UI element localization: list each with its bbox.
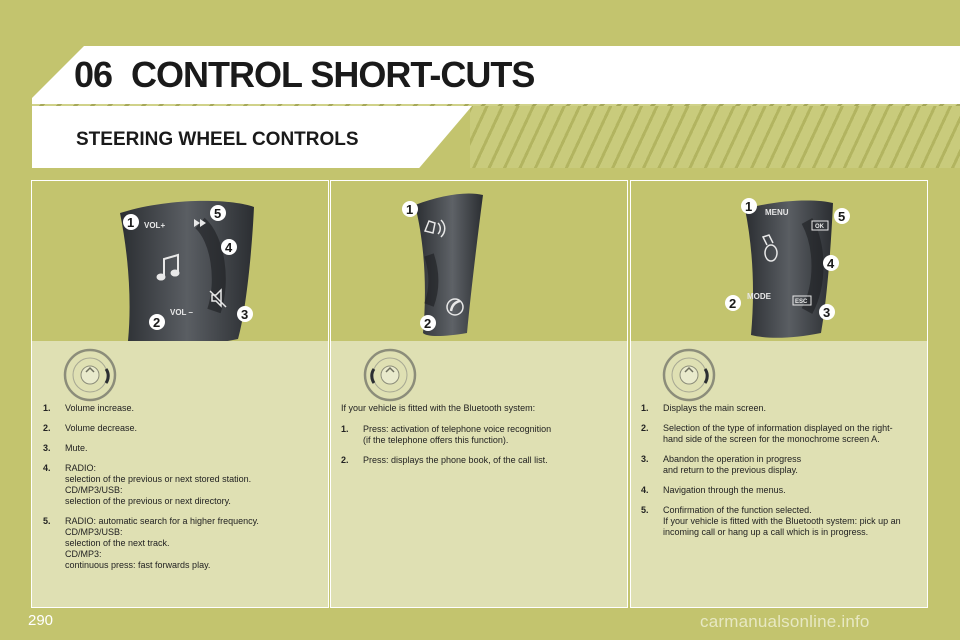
svg-text:4: 4 — [225, 240, 233, 255]
badge-5: 5 — [210, 205, 226, 221]
list-item: 5. Confirmation of the function selected… — [641, 505, 901, 537]
steering-wheel-icon — [63, 348, 117, 402]
svg-text:1: 1 — [745, 199, 752, 214]
telephone-control-illustration: 1 2 — [331, 181, 627, 341]
svg-text:5: 5 — [838, 209, 845, 224]
column-audio-controls: VOL+ VOL – 1 5 4 3 2 1.Volume i — [31, 180, 329, 608]
badge-4: 4 — [221, 239, 237, 255]
badge-1: 1 — [402, 201, 418, 217]
list-item: 5. RADIO: automatic search for a higher … — [43, 516, 259, 570]
voice-command-icon[interactable] — [423, 219, 446, 238]
svg-text:2: 2 — [729, 296, 736, 311]
mute-icon[interactable] — [209, 288, 227, 308]
svg-text:2: 2 — [153, 315, 160, 330]
svg-text:5: 5 — [214, 206, 221, 221]
steering-wheel-icon — [662, 348, 716, 402]
display-descriptions: 1.Displays the main screen. 2. Selection… — [641, 403, 923, 547]
bluetooth-intro: If your vehicle is fitted with the Bluet… — [341, 403, 536, 413]
section-title: STEERING WHEEL CONTROLS — [76, 129, 359, 150]
control-pod — [120, 200, 254, 341]
column-telephone-controls: 1 2 If your vehicle is fitted with the B… — [330, 180, 628, 608]
fast-forward-icon[interactable] — [194, 219, 206, 227]
svg-text:ESC: ESC — [795, 299, 808, 305]
page-number: 290 — [28, 612, 54, 629]
watermark: carmanualsonline.info — [700, 612, 870, 631]
list-item: 4. RADIO:selection of the previous or ne… — [43, 463, 252, 506]
svg-text:1: 1 — [406, 202, 413, 217]
esc-button[interactable]: ESC — [792, 295, 812, 306]
header-notch — [32, 46, 84, 98]
list-item: 1. Press: activation of telephone voice … — [341, 424, 552, 445]
svg-text:4: 4 — [827, 256, 835, 271]
badge-1: 1 — [741, 198, 757, 214]
list-item: 1.Volume increase. — [43, 403, 135, 413]
vol-minus-button[interactable]: VOL – — [170, 308, 194, 317]
scroll-wheel — [424, 253, 439, 307]
telephone-descriptions: If your vehicle is fitted with the Bluet… — [341, 403, 619, 475]
subheader-banner — [32, 106, 472, 168]
steering-wheel-icon — [363, 348, 417, 402]
badge-3: 3 — [237, 306, 253, 322]
list-item: 1.Displays the main screen. — [641, 403, 767, 413]
display-control-illustration: MENU MODE OK ESC 1 5 4 3 2 — [631, 181, 927, 341]
list-item: 3.Mute. — [43, 443, 88, 453]
list-item: 4.Navigation through the menus. — [641, 485, 786, 495]
svg-text:1: 1 — [127, 215, 134, 230]
control-pod — [415, 193, 483, 336]
badge-3: 3 — [819, 304, 835, 320]
list-item: 2.Volume decrease. — [43, 423, 138, 433]
audio-descriptions: 1.Volume increase. 2.Volume decrease. 3.… — [43, 403, 319, 580]
music-note-icon — [156, 253, 180, 281]
audio-control-illustration: VOL+ VOL – 1 5 4 3 2 — [32, 181, 328, 341]
svg-text:3: 3 — [241, 307, 248, 322]
badge-5: 5 — [834, 208, 850, 224]
mode-button[interactable]: MODE — [747, 292, 772, 301]
list-item: 2.Press: displays the phone book, of the… — [341, 455, 548, 465]
vol-plus-button[interactable]: VOL+ — [144, 221, 165, 230]
column-display-controls: MENU MODE OK ESC 1 5 4 3 2 1.Disp — [630, 180, 928, 608]
badge-2: 2 — [420, 315, 436, 331]
page-title: CONTROL SHORT-CUTS — [131, 54, 535, 95]
header-banner — [32, 46, 960, 104]
svg-text:3: 3 — [823, 305, 830, 320]
badge-4: 4 — [823, 255, 839, 271]
ok-button[interactable]: OK — [811, 220, 829, 231]
list-item: 2. Selection of the type of information … — [641, 423, 893, 444]
svg-text:OK: OK — [815, 224, 825, 230]
badge-2: 2 — [149, 314, 165, 330]
badge-2: 2 — [725, 295, 741, 311]
chapter-number: 06 — [74, 54, 113, 95]
phone-icon[interactable] — [446, 298, 464, 316]
subheader-stripes — [470, 106, 960, 168]
menu-button[interactable]: MENU — [765, 208, 789, 217]
svg-text:2: 2 — [424, 316, 431, 331]
badge-1: 1 — [123, 214, 139, 230]
joystick-icon — [761, 234, 778, 262]
